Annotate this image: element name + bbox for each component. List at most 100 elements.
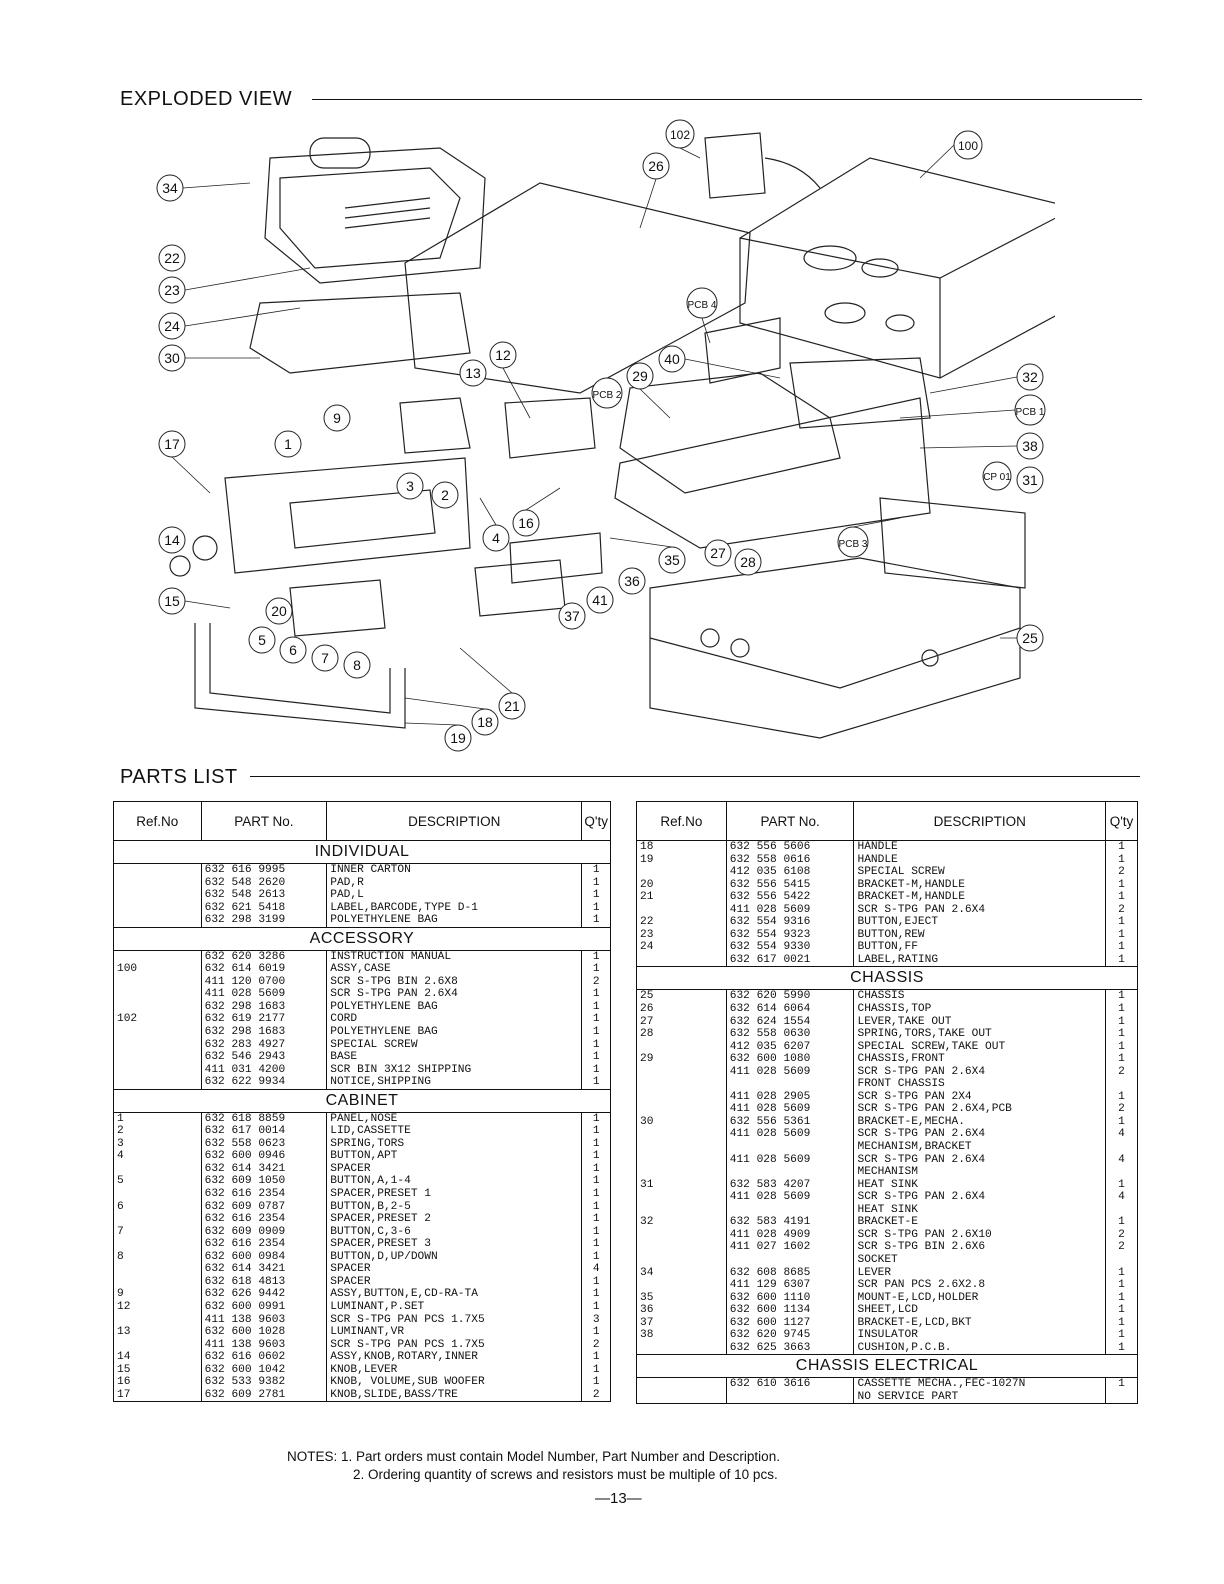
cell-qty: 1 [581,1026,611,1039]
table-header: Ref.No PART No. DESCRIPTION Q'ty [113,801,611,841]
cell-qty: 1 [1105,1316,1138,1330]
svg-text:PCB 2: PCB 2 [593,390,622,401]
cell-part-no: 632 609 0787 [200,1200,328,1214]
cell-ref-no: 3 [113,1137,202,1151]
cell-description: SPACER [326,1263,583,1276]
group-title: CABINET [113,1088,611,1113]
cell-qty: 1 [1105,1115,1138,1129]
cell-part-no: 632 614 3421 [200,1162,328,1176]
cell-description: SCR S-TPG PAN 2.6X4 [853,1153,1106,1167]
cell-ref-no [636,1341,727,1356]
cell-qty: 1 [1105,1304,1138,1317]
cell-qty: 1 [1105,941,1138,954]
cell-ref-no [113,1038,202,1052]
header-part-no: PART No. [725,801,855,841]
cell-description: LUMINANT,P.SET [326,1300,583,1314]
cell-ref-no [113,1263,202,1276]
callout-pcb2: PCB 2 [591,377,623,409]
callout-30: 30 [158,344,186,372]
svg-text:26: 26 [648,158,664,174]
cell-part-no: 632 609 0909 [200,1225,328,1239]
cell-description: SCR S-TPG PAN 2.6X4 [853,1191,1106,1204]
table-row: MECHANISM,BRACKET [636,1141,1138,1154]
header-qty: Q'ty [581,801,611,841]
cell-ref-no: 32 [636,1216,727,1229]
cell-qty: 1 [581,1351,611,1364]
cell-qty: 1 [581,889,611,902]
callout-20: 20 [265,597,293,625]
callout-32: 32 [1016,363,1044,391]
cell-ref-no: 8 [113,1250,202,1264]
cell-description: SCR BIN 3X12 SHIPPING [326,1063,583,1077]
group-header-row: ACCESSORY [113,926,611,951]
chassis-top-drawing [404,182,751,394]
preset-buttons-drawing [289,579,386,637]
cell-description: HEAT SINK [853,1203,1106,1217]
cell-qty: 1 [1105,1090,1138,1104]
table-row: HEAT SINK [636,1203,1138,1217]
svg-text:18: 18 [477,714,493,730]
cell-description: SPECIAL SCREW [853,866,1106,879]
svg-text:PCB 4: PCB 4 [688,300,717,311]
cell-part-no: 632 600 1028 [200,1326,328,1339]
svg-text:27: 27 [710,545,726,561]
cell-qty: 1 [581,950,611,964]
cell-description: LEVER [853,1266,1106,1280]
group-header-row: CABINET [113,1088,611,1113]
cell-qty: 1 [581,1051,611,1064]
cell-part-no: 632 556 5361 [725,1115,855,1129]
cell-part-no: 632 298 1683 [200,1000,328,1014]
cell-part-no: 632 600 1042 [200,1363,328,1377]
cell-ref-no [113,1051,202,1064]
cell-qty: 1 [1105,891,1138,904]
cell-part-no: 632 600 0984 [200,1250,328,1264]
cell-description: KNOB,LEVER [326,1363,583,1377]
cell-ref-no: 13 [113,1326,202,1339]
cell-part-no: 632 533 9382 [200,1376,328,1389]
cell-qty: 1 [1105,1178,1138,1192]
cell-qty: 1 [581,1225,611,1239]
cell-qty: 1 [1105,1329,1138,1342]
callout-27: 27 [704,539,732,567]
svg-text:38: 38 [1022,438,1038,454]
cell-description: INNER CARTON [326,863,583,877]
cell-description: SCR S-TPG BIN 2.6X6 [853,1241,1106,1254]
cell-ref-no [636,953,727,968]
cell-qty: 1 [581,901,611,915]
cell-part-no: 632 600 1127 [725,1316,855,1330]
cell-qty: 4 [1105,1191,1138,1204]
cell-ref-no [113,1338,202,1352]
callout-23: 23 [158,276,186,304]
cell-part-no: 632 619 2177 [200,1013,328,1027]
cell-qty: 1 [581,988,611,1001]
callout-26: 26 [642,152,670,180]
cell-part-no: 632 600 1134 [725,1304,855,1317]
cell-description: BUTTON,EJECT [853,916,1106,929]
svg-text:14: 14 [164,532,180,548]
cell-description: SCR S-TPG PAN 2.6X10 [853,1228,1106,1242]
cell-part-no: 632 558 0616 [725,853,855,867]
cell-part-no: 411 031 4200 [200,1063,328,1077]
callout-15: 15 [158,587,186,615]
cell-part-no: 411 028 5609 [725,903,855,917]
svg-text:15: 15 [164,593,180,609]
cell-ref-no: 12 [113,1300,202,1314]
cell-part-no: 632 620 9745 [725,1329,855,1342]
table-header: Ref.No PART No. DESCRIPTION Q'ty [636,801,1138,841]
cell-qty [1105,1078,1138,1091]
cell-description: ASSY,KNOB,ROTARY,INNER [326,1351,583,1364]
